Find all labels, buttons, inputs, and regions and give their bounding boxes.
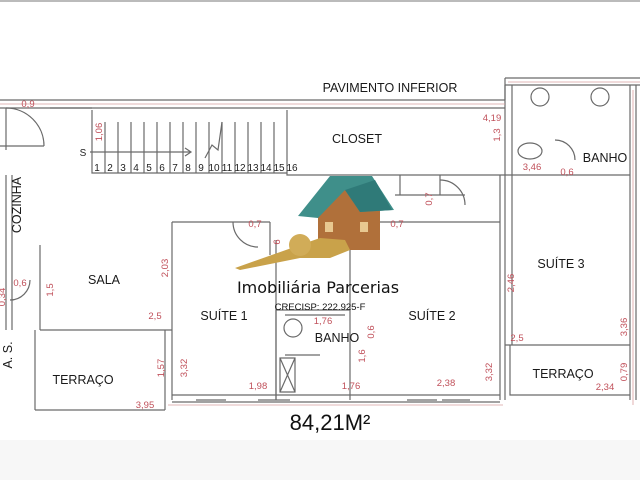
dimension-label: 4,19 bbox=[483, 113, 502, 124]
stair-step: 1 bbox=[94, 163, 100, 174]
stair-step: 14 bbox=[260, 163, 272, 174]
dimension-label: 1,98 bbox=[249, 381, 268, 392]
dimension-label: 2,03 bbox=[160, 259, 171, 278]
stair-step: 15 bbox=[273, 163, 285, 174]
room-terraco-right: TERRAÇO bbox=[532, 367, 593, 381]
dimension-label: 0,6 bbox=[13, 278, 26, 289]
stair-step: 11 bbox=[222, 163, 233, 174]
stair-step: 10 bbox=[208, 163, 220, 174]
dimension-label: 3,95 bbox=[136, 400, 155, 411]
brand-crecisp: CRECISP: 222.925-F bbox=[275, 302, 366, 313]
top-border bbox=[0, 0, 640, 2]
stair-step: 6 bbox=[159, 163, 165, 174]
sink-icon bbox=[283, 318, 303, 338]
stair-step: 13 bbox=[247, 163, 259, 174]
sink-icon bbox=[530, 87, 550, 107]
dimension-label: 2,5 bbox=[148, 311, 161, 322]
dimension-label: 0,9 bbox=[21, 99, 34, 110]
dimension-label: 1,3 bbox=[492, 128, 503, 141]
room-closet: CLOSET bbox=[332, 132, 382, 146]
dimension-label: 2,34 bbox=[596, 382, 615, 393]
room-suite-1: SUÍTE 1 bbox=[200, 308, 247, 323]
dimension-label: 1,5 bbox=[45, 283, 56, 296]
stair-step: 16 bbox=[286, 163, 298, 174]
stair-step: 3 bbox=[120, 163, 126, 174]
dimension-label: 0,7 bbox=[424, 192, 435, 205]
dimension-label: 3,32 bbox=[179, 359, 190, 378]
dimension-label: 0,6 bbox=[366, 325, 377, 338]
dimension-label: 2,38 bbox=[437, 378, 456, 389]
stair-step: 8 bbox=[185, 163, 191, 174]
dimension-label: 1,57 bbox=[156, 359, 167, 378]
house-with-key-icon bbox=[235, 176, 394, 270]
room-banho-mid: BANHO bbox=[315, 331, 360, 345]
bottom-strip bbox=[0, 440, 640, 480]
stair-step: 7 bbox=[172, 163, 178, 174]
dimension-label: 1,6 bbox=[357, 349, 368, 362]
dimension-label: 6 bbox=[272, 239, 283, 244]
shower-icon bbox=[279, 357, 296, 393]
dimension-label: 1,06 bbox=[94, 123, 105, 142]
dimension-label: 0,79 bbox=[619, 363, 630, 382]
room-banho-top: BANHO bbox=[583, 151, 628, 165]
door-swings bbox=[0, 107, 576, 301]
room-suite-2: SUÍTE 2 bbox=[408, 308, 455, 323]
dimension-label: 0,6 bbox=[560, 167, 573, 178]
dimension-label: 3,32 bbox=[484, 363, 495, 382]
toilet-icon bbox=[517, 142, 543, 160]
stair-step: 12 bbox=[234, 163, 246, 174]
room-cozinha: COZINHA bbox=[10, 176, 24, 233]
stair-step-numbers: 1 2 3 4 5 6 7 8 9 10 11 12 13 14 15 16 bbox=[94, 163, 298, 174]
stair-step: 4 bbox=[133, 163, 139, 174]
stair-step: 9 bbox=[198, 163, 204, 174]
dimension-label: 2,46 bbox=[506, 274, 517, 293]
stair-treads bbox=[90, 121, 275, 173]
stair-step: 5 bbox=[146, 163, 152, 174]
stair-step: 2 bbox=[107, 163, 113, 174]
brand-name: Imobiliária Parcerias bbox=[237, 278, 399, 297]
room-suite-3: SUÍTE 3 bbox=[537, 256, 584, 271]
dimension-label: 0,7 bbox=[390, 219, 403, 230]
fixtures bbox=[279, 87, 610, 393]
sink-icon bbox=[590, 87, 610, 107]
room-sala: SALA bbox=[88, 273, 121, 287]
dimension-label: 3,36 bbox=[619, 318, 630, 337]
dimension-labels: 0,9 1,06 4,19 1,3 3,46 0,6 0,7 0,7 0,7 6… bbox=[0, 99, 630, 411]
dimension-label: 1,76 bbox=[314, 316, 333, 327]
room-as: A. S. bbox=[1, 341, 15, 368]
dimension-label: 0,34 bbox=[0, 288, 8, 307]
total-area: 84,21M² bbox=[290, 410, 371, 435]
red-guide-lines bbox=[0, 81, 640, 406]
plan-title: PAVIMENTO INFERIOR bbox=[323, 81, 458, 95]
dimension-label: 3,46 bbox=[523, 162, 542, 173]
walls bbox=[0, 77, 640, 411]
dimension-label: 2,5 bbox=[510, 333, 523, 344]
stairs-start-label: S bbox=[80, 148, 87, 159]
room-terraco-left: TERRAÇO bbox=[52, 373, 113, 387]
dimension-label: 1,76 bbox=[342, 381, 361, 392]
dimension-label: 0,7 bbox=[248, 219, 261, 230]
